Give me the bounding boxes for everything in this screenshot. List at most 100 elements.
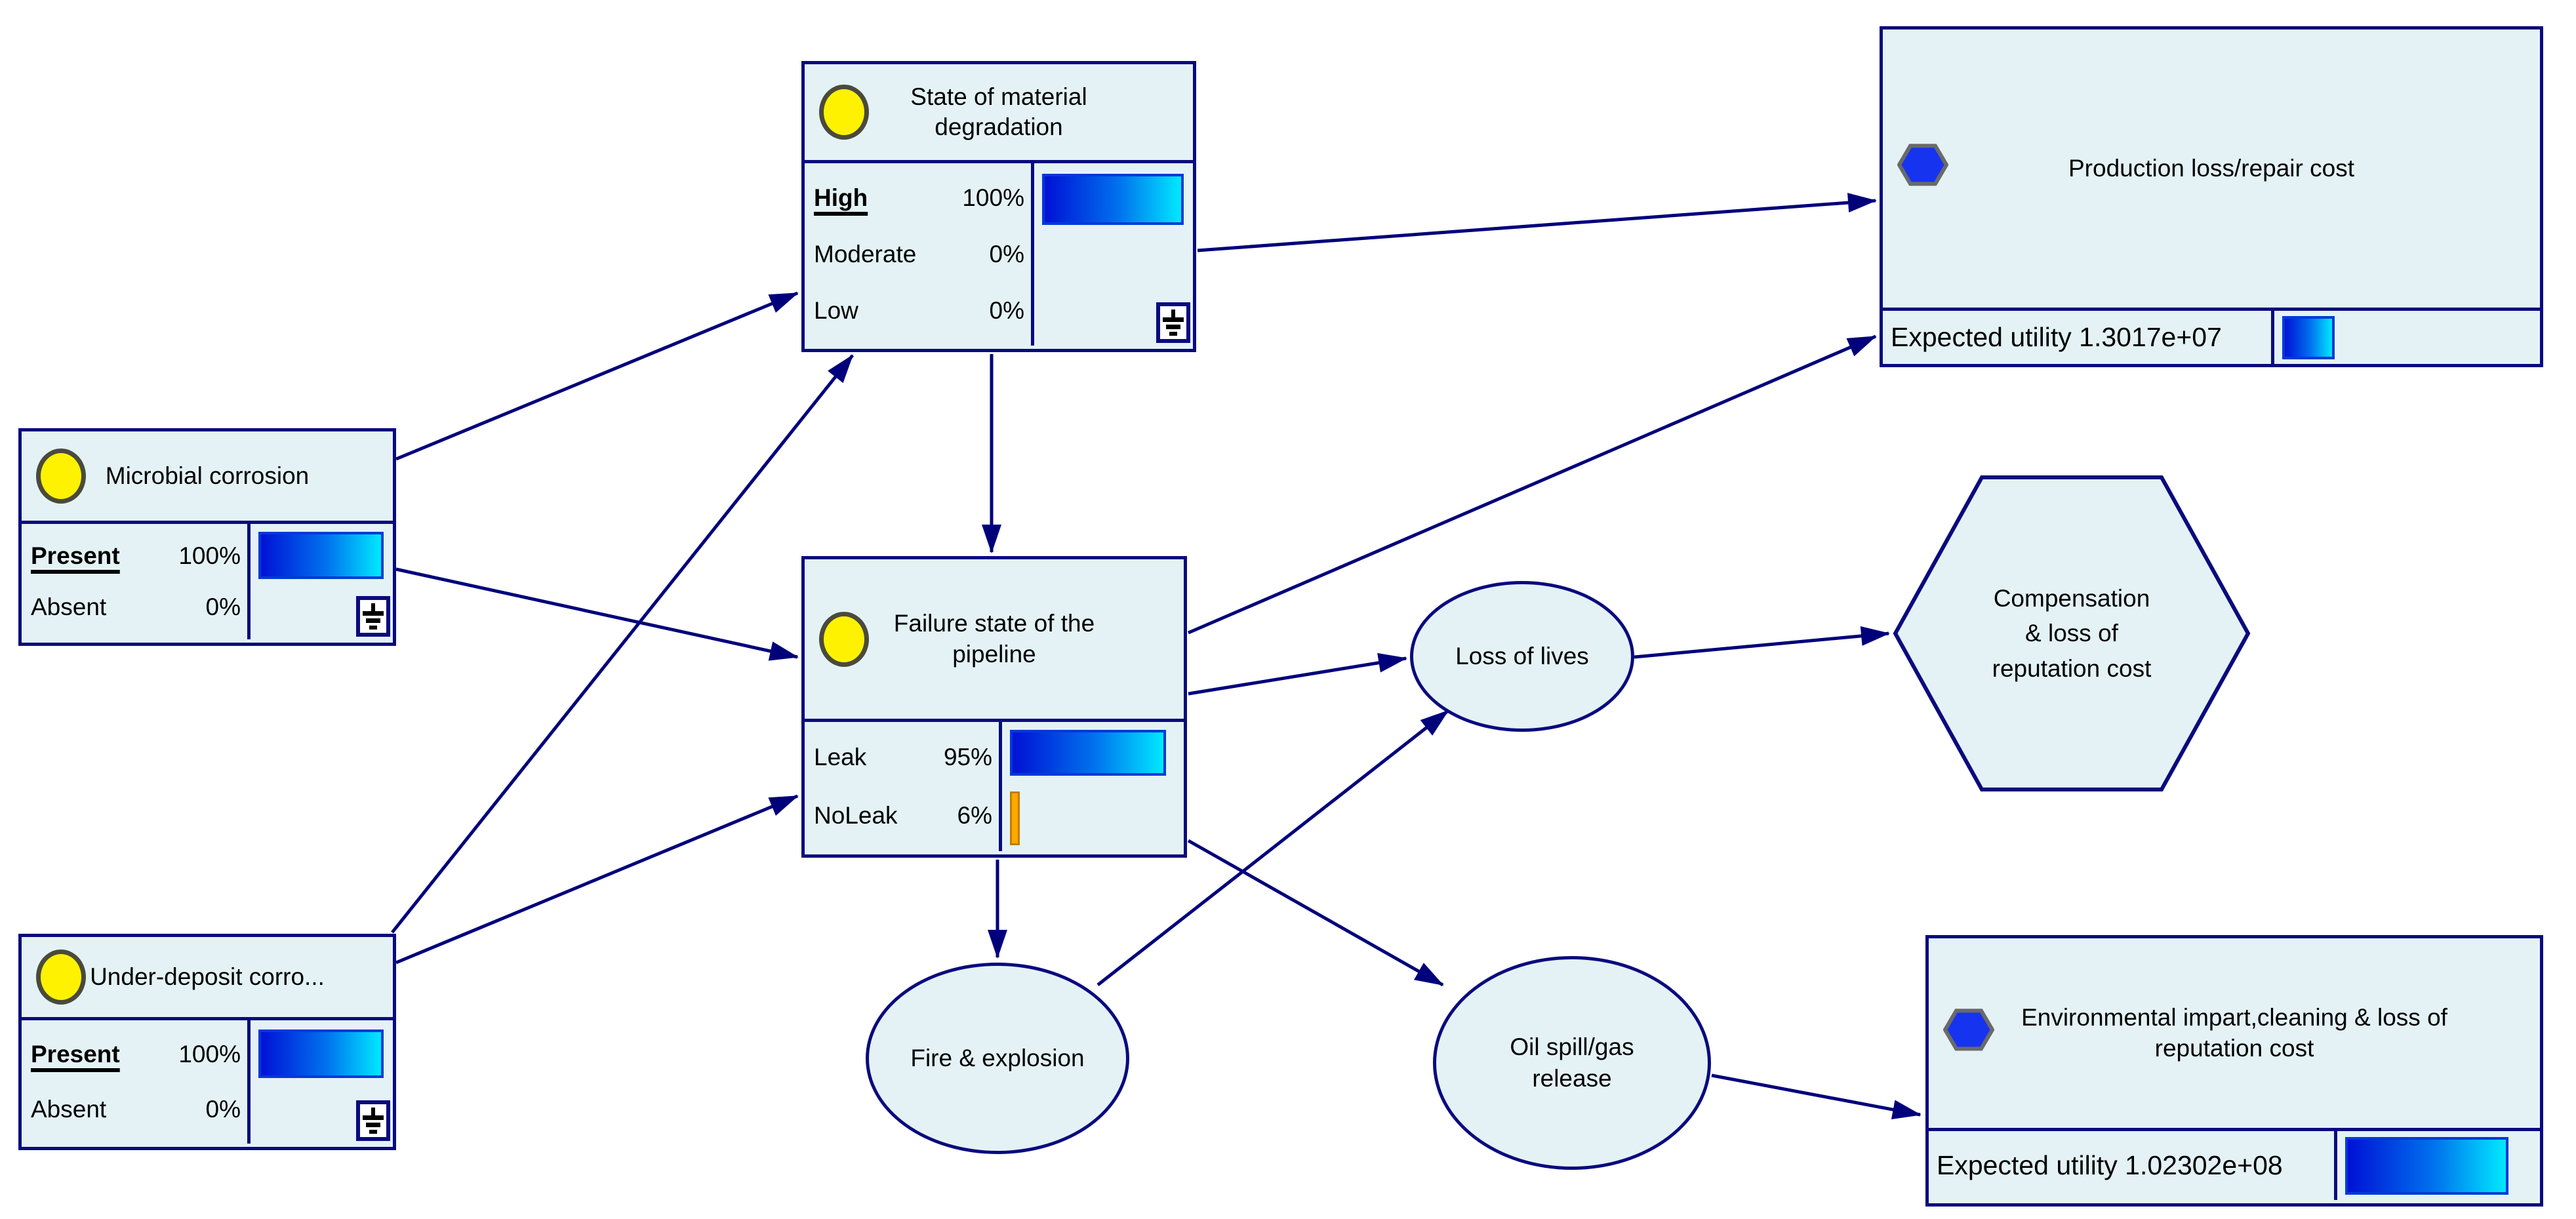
chance-node-icon — [819, 611, 869, 667]
state-percent: 100% — [962, 184, 1024, 211]
utility-bar — [2345, 1137, 2508, 1195]
node-title: Production loss/repair cost — [2068, 154, 2354, 182]
node-title: Failure state of the pipeline — [893, 610, 1095, 668]
utility-row: Expected utility 1.02302e+08 — [1929, 1128, 2540, 1200]
edge-under-deposit-to-state-degradation[interactable] — [391, 354, 854, 934]
node-loss-of-lives[interactable]: Loss of lives — [1410, 581, 1634, 732]
node-title-bar: Environmental impart,cleaning & loss of … — [1929, 938, 2540, 1128]
edge-failure-to-loss-of-lives[interactable] — [1188, 652, 1407, 696]
utility-bar — [2282, 316, 2335, 359]
node-under-deposit-corrosion[interactable]: Under-deposit corro... Present 100% Abse… — [18, 934, 396, 1150]
state-percent: 0% — [989, 297, 1024, 324]
chance-node-icon — [819, 85, 869, 140]
evidence-icon[interactable] — [1156, 302, 1190, 343]
state-row: Leak 95% — [814, 744, 992, 771]
state-label: Absent — [31, 1096, 107, 1123]
state-percent: 6% — [957, 801, 992, 829]
edge-loss-of-lives-to-compensation[interactable] — [1634, 626, 1890, 659]
state-label: Leak — [814, 744, 867, 771]
probability-bar — [258, 532, 384, 579]
state-row: High 100% — [814, 184, 1024, 212]
state-row: Moderate 0% — [814, 241, 1024, 268]
evidence-icon[interactable] — [356, 596, 390, 637]
state-percent: 95% — [943, 744, 992, 771]
node-title-bar: Failure state of the pipeline — [805, 559, 1184, 722]
state-label: Present — [31, 1041, 120, 1068]
probability-bar — [258, 1029, 384, 1078]
state-percent: 0% — [989, 241, 1024, 268]
node-fire-and-explosion[interactable]: Fire & explosion — [866, 963, 1129, 1154]
state-percent: 100% — [178, 1041, 241, 1068]
state-row: Present 100% — [31, 542, 241, 570]
state-labels-column: Present 100% Absent 0% — [22, 1020, 251, 1144]
node-microbial-corrosion[interactable]: Microbial corrosion Present 100% Absent … — [18, 428, 396, 646]
utility-bar-slot — [2337, 1131, 2540, 1200]
probability-bar — [1042, 174, 1184, 225]
node-title: Loss of lives — [1455, 642, 1589, 669]
node-title-bar: Microbial corrosion — [22, 431, 393, 524]
state-bars-column — [251, 1020, 393, 1144]
state-percent: 100% — [178, 542, 241, 569]
node-title-bar: State of material degradation — [805, 64, 1193, 163]
node-title: Fire & explosion — [910, 1044, 1085, 1071]
expected-utility-text: Expected utility 1.02302e+08 — [1937, 1150, 2283, 1180]
node-production-loss-repair-cost[interactable]: Production loss/repair cost Expected uti… — [1880, 26, 2543, 367]
evidence-icon[interactable] — [356, 1100, 390, 1141]
node-state-of-material-degradation[interactable]: State of material degradation High 100% … — [801, 61, 1196, 352]
node-title-bar: Production loss/repair cost — [1883, 30, 2540, 308]
state-bars-column — [1002, 722, 1184, 851]
node-title: State of material degradation — [910, 83, 1087, 140]
node-title: Oil spill/gas release — [1510, 1033, 1634, 1092]
node-states: Leak 95% NoLeak 6% — [805, 722, 1184, 851]
probability-bar — [1010, 730, 1166, 776]
edge-state-degradation-to-production[interactable] — [1197, 193, 1877, 252]
utility-node-icon — [1942, 1008, 1995, 1058]
state-label: Low — [814, 297, 858, 324]
state-label: High — [814, 184, 868, 211]
edge-fire-explosion-to-loss-of-lives[interactable] — [1097, 709, 1449, 986]
chance-node-icon — [36, 449, 86, 504]
state-row: Absent 0% — [31, 593, 241, 621]
state-bars-column — [1034, 163, 1193, 346]
node-states: High 100% Moderate 0% Low 0% — [805, 163, 1193, 346]
edge-failure-to-production[interactable] — [1188, 334, 1877, 635]
node-states: Present 100% Absent 0% — [22, 1020, 393, 1144]
state-row: Present 100% — [31, 1041, 241, 1068]
state-labels-column: High 100% Moderate 0% Low 0% — [805, 163, 1034, 346]
node-title: Under-deposit corro... — [90, 963, 325, 990]
state-row: NoLeak 6% — [814, 802, 992, 829]
state-label: Moderate — [814, 241, 917, 268]
edge-failure-to-oil-spill[interactable] — [1187, 839, 1444, 987]
chance-node-icon — [36, 949, 86, 1005]
utility-divider — [2271, 311, 2274, 364]
node-compensation-loss-of-reputation-cost[interactable]: Compensation & loss of reputation cost — [1893, 473, 2251, 793]
node-title: Environmental impart,cleaning & loss of … — [2021, 1004, 2447, 1062]
node-states: Present 100% Absent 0% — [22, 524, 393, 639]
edge-microbial-to-state-degradation[interactable] — [395, 291, 799, 461]
state-percent: 0% — [205, 1096, 241, 1123]
state-row: Absent 0% — [31, 1096, 241, 1123]
state-labels-column: Leak 95% NoLeak 6% — [805, 722, 1002, 851]
state-labels-column: Present 100% Absent 0% — [22, 524, 251, 639]
probability-bar — [1010, 791, 1020, 845]
utility-node-icon — [1897, 143, 1949, 193]
node-title: Microbial corrosion — [105, 462, 310, 489]
node-title-bar: Under-deposit corro... — [22, 937, 393, 1020]
node-oil-spill-gas-release[interactable]: Oil spill/gas release — [1433, 956, 1711, 1170]
state-label: Absent — [31, 593, 107, 620]
state-label: NoLeak — [814, 801, 898, 829]
hexagon-shape — [1893, 475, 2251, 791]
node-environmental-impact-cost[interactable]: Environmental impart,cleaning & loss of … — [1925, 935, 2543, 1207]
node-title: Compensation & loss of reputation cost — [1992, 584, 2152, 682]
state-bars-column — [251, 524, 393, 639]
edge-microbial-to-failure[interactable] — [395, 567, 799, 661]
utility-row: Expected utility 1.3017e+07 — [1883, 308, 2540, 364]
node-failure-state-of-pipeline[interactable]: Failure state of the pipeline Leak 95% N… — [801, 556, 1187, 858]
state-percent: 0% — [205, 593, 241, 620]
utility-bar-slot — [2274, 311, 2540, 364]
edge-under-deposit-to-failure[interactable] — [395, 794, 799, 965]
utility-divider — [2334, 1131, 2337, 1200]
state-label: Present — [31, 542, 120, 569]
edge-oil-spill-to-environmental[interactable] — [1711, 1073, 1922, 1119]
